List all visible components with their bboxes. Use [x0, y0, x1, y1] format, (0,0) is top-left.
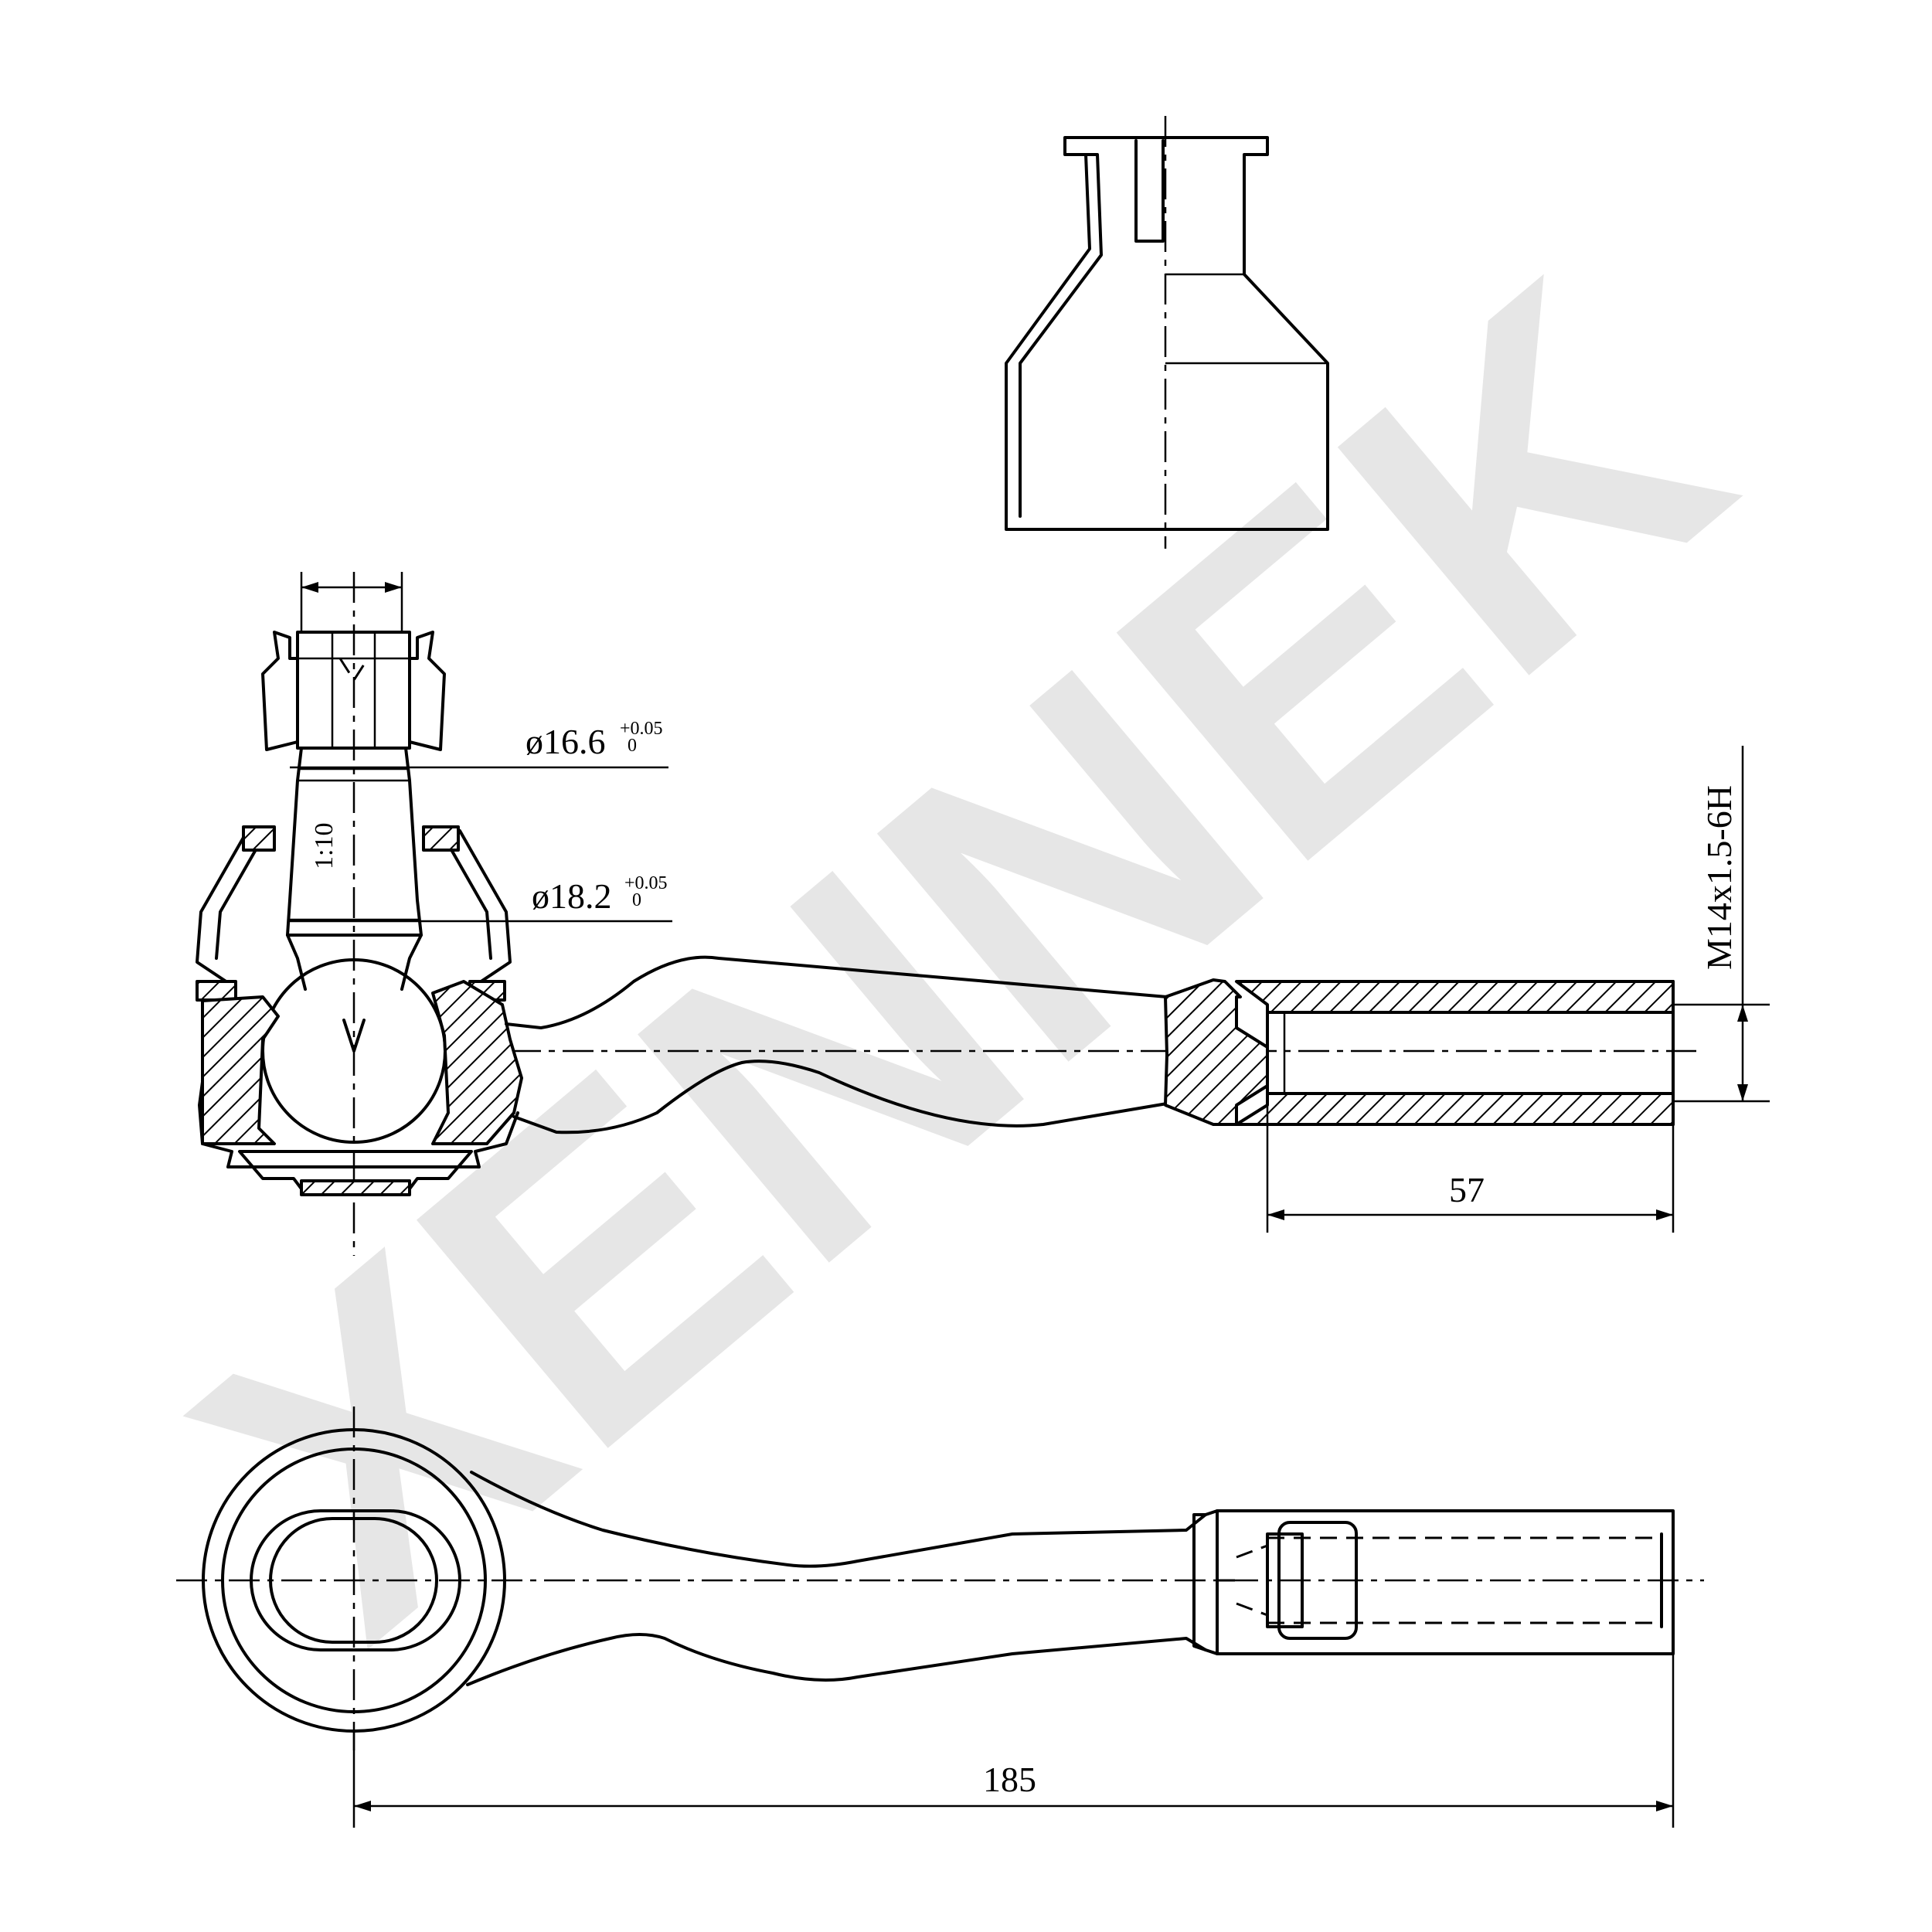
dim-shank-bottom-tol-upper: +0.05 — [624, 873, 668, 893]
dim-shank-top-tol-lower: 0 — [628, 736, 637, 756]
dim-overall-length: 185 — [983, 1760, 1036, 1799]
dim-shank-top: ø16.6 — [526, 722, 606, 761]
dim-thread-depth: 57 — [1449, 1170, 1485, 1209]
dim-shank-top-tol-upper: +0.05 — [620, 719, 663, 739]
dimensions: ø16.6 +0.05 0 ø18.2 +0.05 0 1:10 M14x1.5… — [290, 572, 1770, 1828]
dust-boot — [1005, 116, 1329, 549]
dim-shank-bottom: ø18.2 — [532, 876, 612, 916]
dim-shank-bottom-tol-lower: 0 — [632, 890, 641, 910]
watermark-text: XENNEK — [113, 192, 1805, 1723]
dim-taper: 1:10 — [310, 823, 338, 869]
dim-thread: M14x1.5-6H — [1699, 785, 1739, 970]
top-plan-view — [176, 1406, 1704, 1750]
side-section-view — [196, 572, 1696, 1256]
